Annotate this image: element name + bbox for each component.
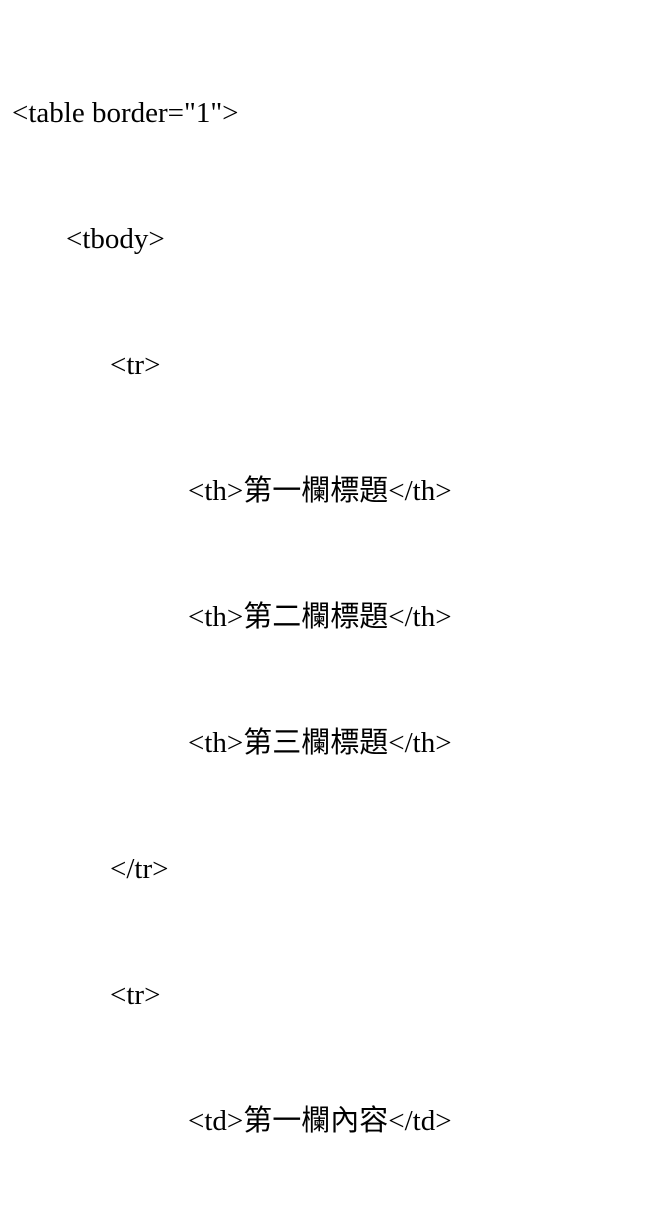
code-line: </tr> xyxy=(110,853,169,885)
code-line: <th>第三欄標題</th> xyxy=(188,727,452,759)
code-line: <tr> xyxy=(110,349,161,381)
code-line: <th>第二欄標題</th> xyxy=(188,601,452,633)
code-line: <tr> xyxy=(110,979,161,1011)
code-line: <td>第一欄內容</td> xyxy=(188,1105,452,1137)
code-line: <th>第一欄標題</th> xyxy=(188,475,452,507)
code-line: <tbody> xyxy=(66,223,165,255)
code-line: <table border="1"> xyxy=(12,97,239,129)
